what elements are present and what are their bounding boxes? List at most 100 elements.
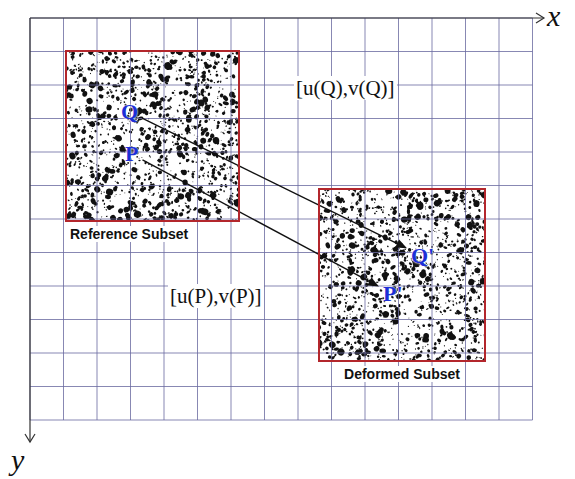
speckle-dot: [121, 162, 126, 165]
speckle-dot: [232, 193, 234, 195]
speckle-dot: [128, 72, 129, 73]
speckle-dot: [324, 275, 326, 277]
speckle-dot: [87, 192, 90, 195]
speckle-dot: [378, 308, 379, 310]
speckle-dot: [406, 294, 410, 298]
speckle-dot: [170, 191, 171, 192]
speckle-dot: [210, 133, 215, 139]
speckle-dot: [372, 207, 375, 209]
speckle-dot: [147, 134, 149, 136]
speckle-dot: [215, 73, 218, 76]
speckle-dot: [188, 69, 191, 71]
speckle-dot: [182, 57, 184, 60]
speckle-dot: [77, 127, 78, 129]
speckle-dot: [174, 211, 177, 214]
speckle-dot: [476, 257, 479, 260]
speckle-dot: [81, 67, 82, 68]
speckle-dot: [108, 173, 109, 174]
speckle-dot: [212, 106, 214, 108]
speckle-dot: [121, 159, 124, 162]
speckle-dot: [202, 198, 207, 203]
speckle-dot: [392, 210, 398, 216]
speckle-dot: [184, 202, 186, 204]
speckle-dot: [68, 162, 71, 164]
speckle-dot: [215, 211, 217, 213]
speckle-dot: [155, 173, 157, 177]
speckle-dot: [144, 179, 146, 181]
speckle-dot: [206, 158, 208, 160]
speckle-dot: [193, 134, 195, 135]
speckle-dot: [356, 278, 357, 280]
speckle-dot: [84, 141, 85, 142]
speckle-dot: [210, 182, 213, 185]
speckle-dot: [166, 175, 168, 177]
speckle-dot: [112, 71, 119, 78]
speckle-dot: [93, 141, 95, 143]
speckle-dot: [157, 163, 160, 166]
speckle-dot: [444, 227, 447, 230]
speckle-dot: [115, 114, 117, 116]
speckle-dot: [101, 174, 110, 183]
speckle-dot: [227, 66, 228, 67]
speckle-dot: [87, 199, 89, 201]
speckle-dot: [121, 72, 127, 78]
speckle-dot: [444, 337, 448, 341]
speckle-dot: [114, 196, 115, 197]
speckle-dot: [71, 206, 72, 207]
speckle-dot: [80, 65, 81, 67]
speckle-dot: [215, 59, 216, 61]
speckle-dot: [191, 94, 197, 99]
speckle-dot: [165, 157, 167, 159]
speckle-dot: [436, 231, 437, 233]
speckle-dot: [219, 165, 221, 167]
speckle-dot: [89, 135, 92, 138]
speckle-dot: [202, 167, 204, 169]
speckle-dot: [401, 357, 402, 358]
speckle-dot: [105, 195, 111, 200]
speckle-dot: [153, 88, 155, 89]
speckle-dot: [165, 82, 168, 85]
speckle-dot: [201, 81, 203, 84]
speckle-dot: [159, 154, 164, 159]
speckle-dot: [154, 205, 160, 211]
speckle-dot: [214, 194, 217, 197]
speckle-dot: [198, 177, 200, 179]
speckle-dot: [214, 204, 215, 205]
speckle-dot: [73, 124, 76, 127]
speckle-dot: [448, 210, 450, 211]
speckle-dot: [153, 211, 157, 215]
speckle-dot: [220, 80, 222, 83]
speckle-dot: [67, 199, 70, 201]
speckle-dot: [217, 203, 218, 205]
speckle-dot: [84, 187, 90, 192]
speckle-dot: [106, 128, 108, 130]
speckle-dot: [387, 331, 389, 333]
speckle-dot: [216, 170, 218, 171]
speckle-dot: [220, 149, 221, 150]
speckle-dot: [159, 103, 162, 106]
speckle-dot: [226, 131, 231, 134]
speckle-dot: [345, 294, 348, 297]
speckle-dot: [190, 193, 191, 194]
speckle-dot: [342, 240, 345, 243]
speckle-dot: [109, 68, 113, 73]
speckle-dot: [169, 194, 171, 196]
speckle-group: [318, 188, 486, 362]
speckle-dot: [164, 95, 167, 98]
speckle-dot: [355, 323, 358, 326]
speckle-dot: [179, 162, 182, 164]
speckle-dot: [138, 60, 139, 61]
speckle-dot: [139, 99, 141, 101]
speckle-dot: [123, 65, 126, 68]
speckle-dot: [351, 344, 353, 346]
speckle-dot: [375, 306, 377, 308]
speckle-dot: [202, 114, 205, 116]
speckle-dot: [105, 195, 106, 196]
speckle-dot: [421, 191, 427, 197]
speckle-dot: [100, 134, 102, 136]
speckle-dot: [102, 59, 104, 63]
speckle-dot: [215, 115, 216, 116]
speckle-dot: [135, 74, 140, 78]
speckle-dot: [74, 142, 76, 143]
speckle-dot: [222, 101, 229, 106]
